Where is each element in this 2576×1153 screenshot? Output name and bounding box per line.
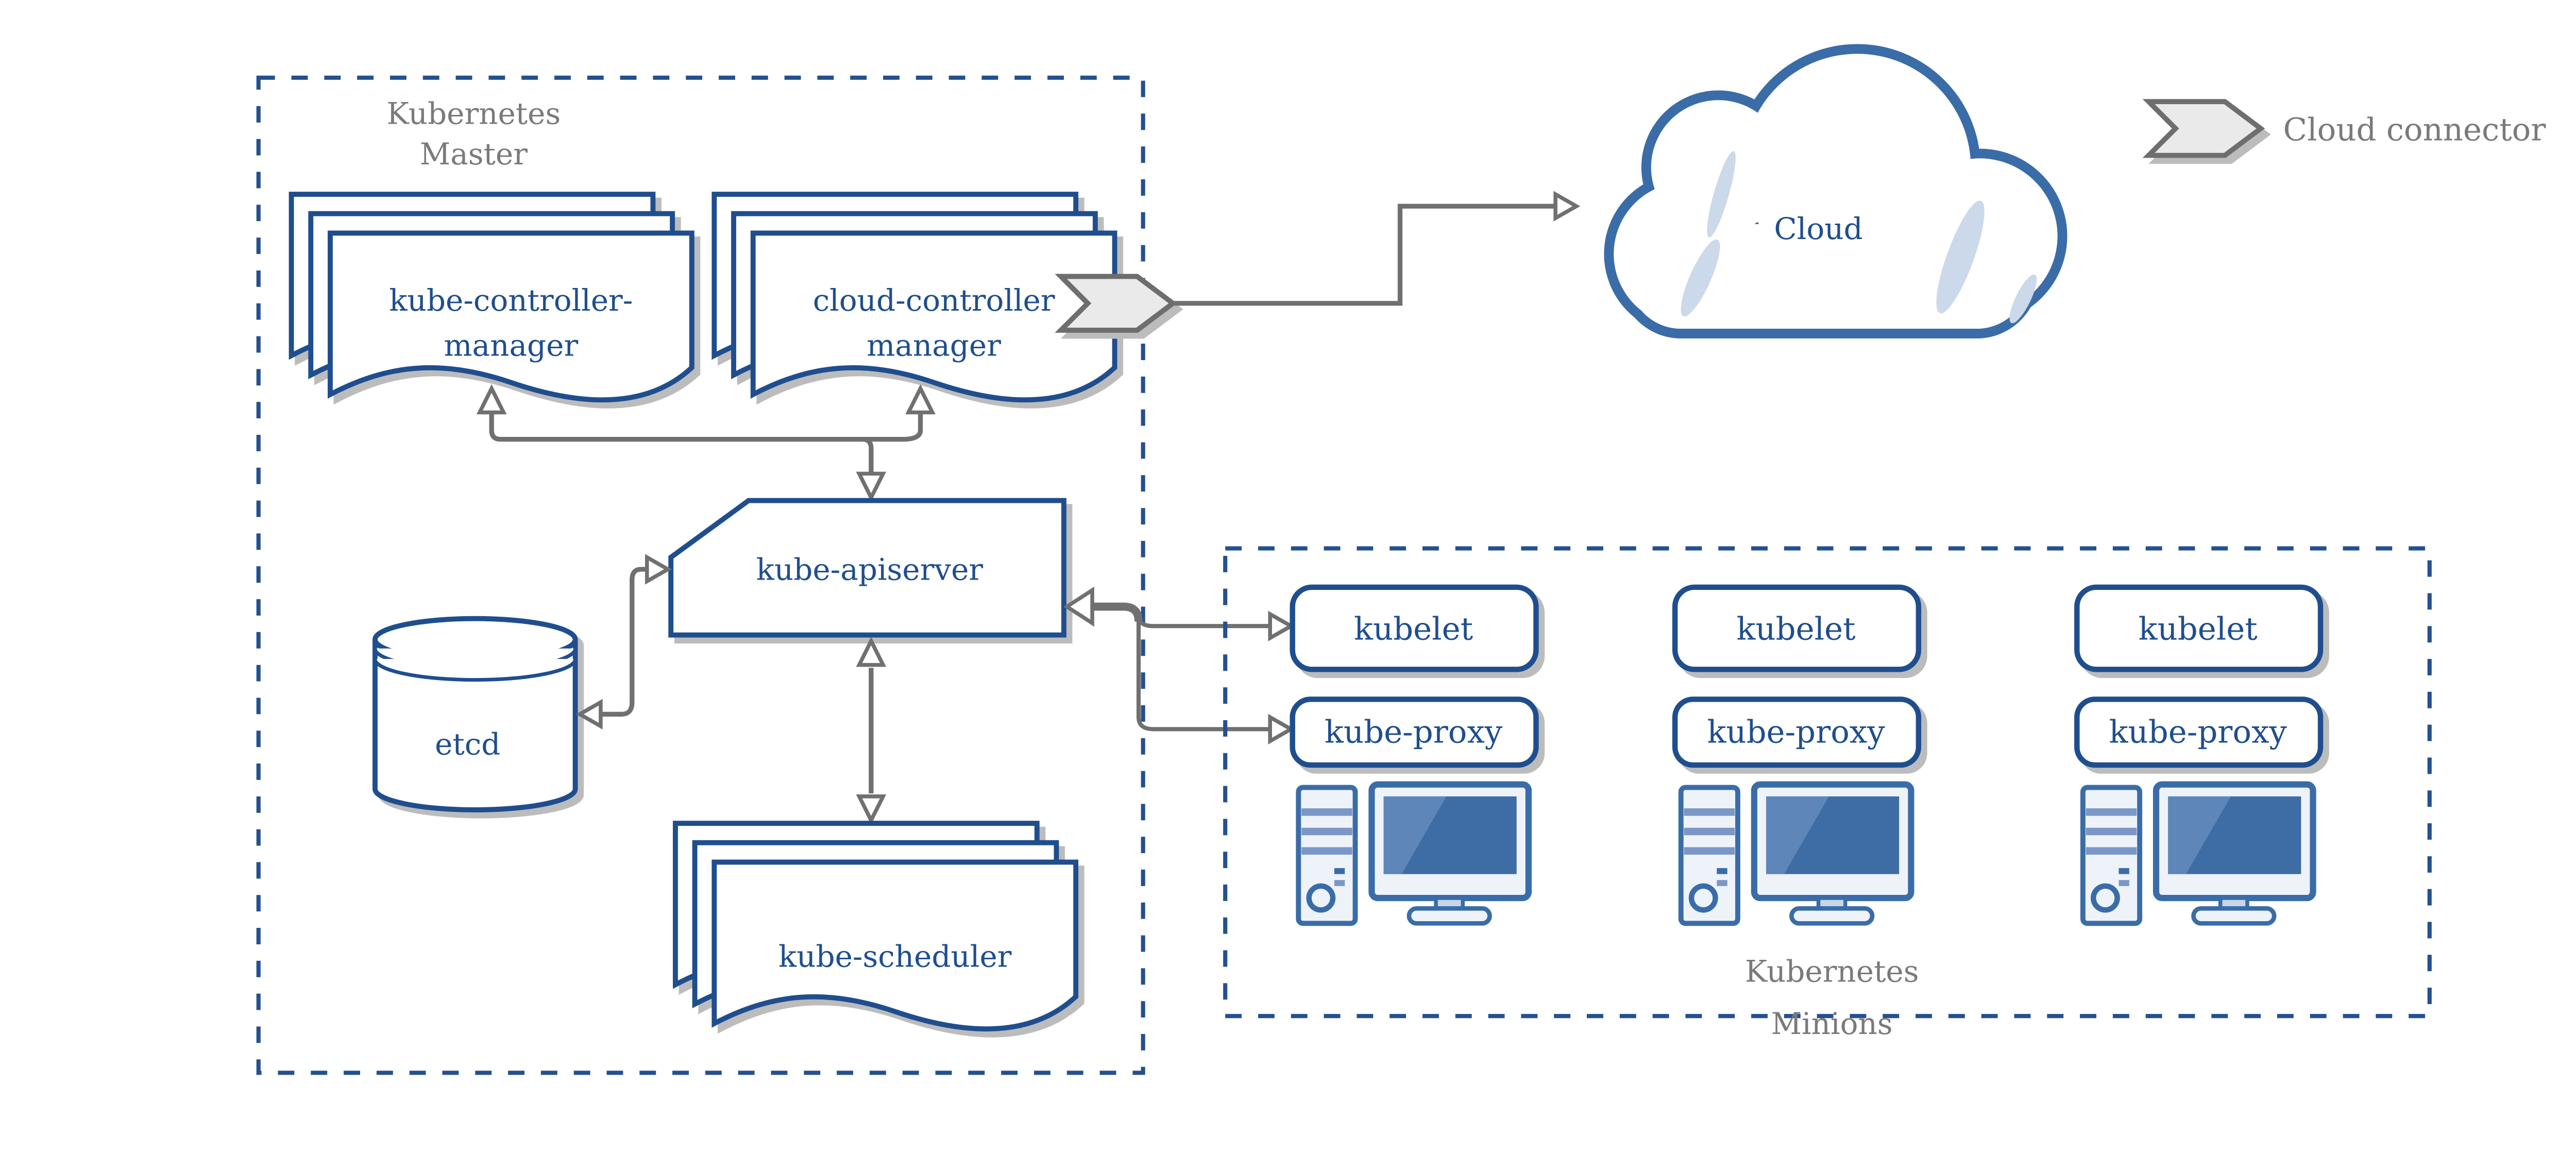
kubelet-label: kubelet — [2139, 611, 2258, 647]
computer-icon — [2080, 781, 2316, 926]
apiserver-label: kube-apiserver — [756, 552, 984, 587]
master-title-line2: Master — [420, 137, 528, 172]
kubernetes-master-box — [256, 75, 1145, 1075]
kubelet-box — [2074, 584, 2324, 672]
kcm-label-line1: kube-controller- — [389, 283, 633, 318]
kcm-label-line2: manager — [444, 328, 579, 363]
arrowhead-right-cloud — [1553, 191, 1581, 222]
kube-proxy-box — [2074, 697, 2324, 768]
arrow-ccm-cloud — [1173, 191, 1581, 306]
arrowhead-right-kubelet — [1268, 611, 1295, 641]
etcd-shape: etcd — [372, 616, 578, 812]
arrowhead-up-kcm — [476, 384, 507, 415]
kube-proxy-label: kube-proxy — [2109, 714, 2287, 750]
kube-apiserver-shape: kube-apiserver — [668, 498, 1066, 638]
arrowhead-down-scheduler — [856, 794, 887, 825]
etcd-label: etcd — [435, 727, 500, 762]
cloud-icon: Cloud — [1604, 44, 2067, 338]
master-title-line1: Kubernetes — [387, 96, 561, 131]
kubelet-box — [1672, 584, 1922, 672]
computer-icon — [1678, 781, 1914, 926]
kube-controller-manager-shape: kube-controller- manager — [289, 192, 694, 403]
minions-title-line1: Kubernetes — [1745, 954, 1919, 989]
minion-node: kubelet kube-proxy — [2074, 584, 2324, 926]
kubelet-label: kubelet — [1354, 611, 1473, 647]
minions-title-line2: Minions — [1771, 1006, 1893, 1041]
arrowhead-right-kubeproxy — [1268, 714, 1295, 745]
kube-proxy-box — [1290, 697, 1539, 768]
kubernetes-minions-box — [1223, 546, 2432, 1019]
arrowhead-left-etcd — [575, 699, 603, 730]
kubelet-label: kubelet — [1737, 611, 1856, 647]
arrow-etcd-apiserver — [575, 554, 672, 730]
minion-node: kubelet kube-proxy — [1672, 584, 1922, 926]
kube-proxy-label: kube-proxy — [1707, 714, 1885, 750]
arrowhead-down-apiserver — [856, 471, 887, 502]
legend: Cloud connector — [2142, 99, 2547, 158]
kube-proxy-box — [1672, 697, 1922, 768]
cloud-label: Cloud — [1774, 211, 1862, 246]
ccm-label-line2: manager — [867, 328, 1001, 363]
arrowhead-right-apiserver — [645, 554, 672, 585]
arrow-apiserver-nodes — [1063, 586, 1295, 745]
arrowhead-up-ccm — [905, 384, 936, 415]
computer-icon — [1296, 781, 1532, 926]
kubernetes-architecture-diagram: Kubernetes Master kube-controller- manag… — [256, 44, 2547, 1075]
kubelet-box — [1290, 584, 1539, 672]
scheduler-label: kube-scheduler — [778, 939, 1012, 974]
legend-label: Cloud connector — [2283, 112, 2547, 148]
minion-node: kubelet kube-proxy — [1290, 584, 1539, 926]
arrowhead-left-apiserver — [1063, 586, 1094, 627]
cloud-connector-legend-icon — [2142, 99, 2265, 158]
arrowhead-up-apiserver-bottom — [856, 636, 887, 667]
arrow-managers-apiserver — [476, 384, 936, 502]
cloud-accent-crescents — [1681, 151, 2037, 324]
arrow-apiserver-scheduler — [856, 636, 887, 825]
kube-proxy-label: kube-proxy — [1325, 714, 1503, 750]
kube-scheduler-shape: kube-scheduler — [672, 821, 1079, 1032]
cloud-controller-manager-shape: cloud-controller manager — [711, 192, 1117, 403]
ccm-label-line1: cloud-controller — [813, 283, 1055, 318]
cloud-connector-icon — [1055, 274, 1177, 333]
